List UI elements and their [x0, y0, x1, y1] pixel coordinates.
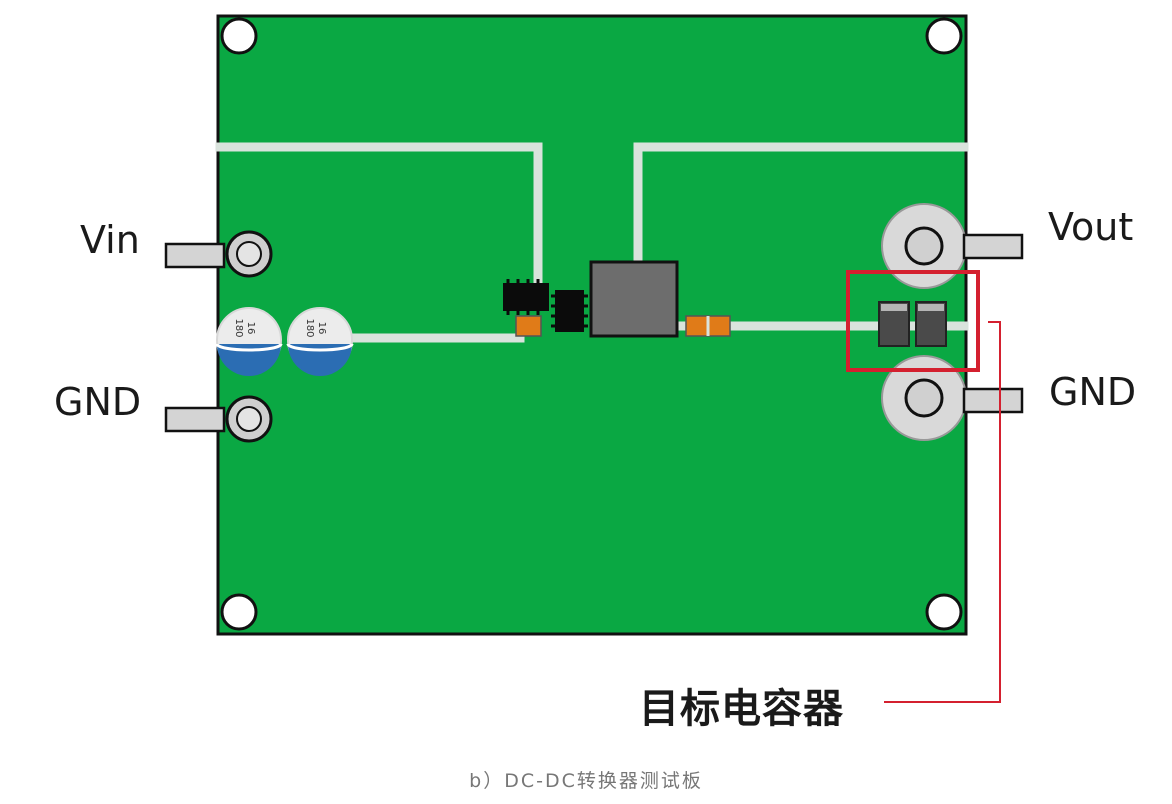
mount-hole-top-right	[925, 17, 963, 55]
electrolytic-cap-1-value: 180	[233, 318, 244, 337]
target-capacitor-highlight-box	[846, 270, 980, 372]
terminal-tab-gnd-right	[962, 387, 1024, 414]
label-vin: Vin	[80, 218, 140, 262]
ic-chip-2	[551, 290, 588, 332]
electrolytic-cap-1-voltage: 16	[245, 322, 256, 335]
electrolytic-cap-1: 180 16	[215, 307, 283, 376]
target-capacitor-callout: 目标电容器	[639, 686, 844, 732]
label-vout: Vout	[1048, 205, 1134, 249]
mount-hole-bottom-left	[220, 593, 258, 631]
terminal-tab-vin	[164, 242, 226, 269]
terminal-pad-gnd-right	[904, 378, 944, 418]
terminal-pad-vin	[236, 241, 262, 267]
callout-leader-line	[884, 321, 1001, 703]
smd-capacitor-output	[685, 315, 731, 337]
label-gnd-right: GND	[1049, 370, 1137, 414]
target-capacitor-2-terminal	[918, 304, 944, 311]
trace-top-right	[633, 142, 969, 267]
figure-caption: b）DC-DC转换器测试板	[469, 770, 703, 792]
target-capacitor-1-terminal	[881, 304, 907, 311]
terminal-tab-vout	[962, 233, 1024, 260]
smd-capacitor-input	[515, 315, 542, 337]
mount-hole-bottom-right	[925, 593, 963, 631]
electrolytic-cap-2-voltage: 16	[316, 322, 327, 335]
inductor	[589, 260, 679, 338]
electrolytic-cap-2: 180 16	[286, 307, 354, 376]
terminal-tab-gnd-left	[164, 406, 226, 433]
trace-top-left	[215, 142, 543, 285]
mount-hole-top-left	[220, 17, 258, 55]
terminal-pad-gnd-left	[236, 406, 262, 432]
electrolytic-cap-2-value: 180	[304, 318, 315, 337]
terminal-pad-vout	[904, 226, 944, 266]
label-gnd-left: GND	[54, 380, 142, 424]
ic-chip-1	[503, 279, 549, 315]
